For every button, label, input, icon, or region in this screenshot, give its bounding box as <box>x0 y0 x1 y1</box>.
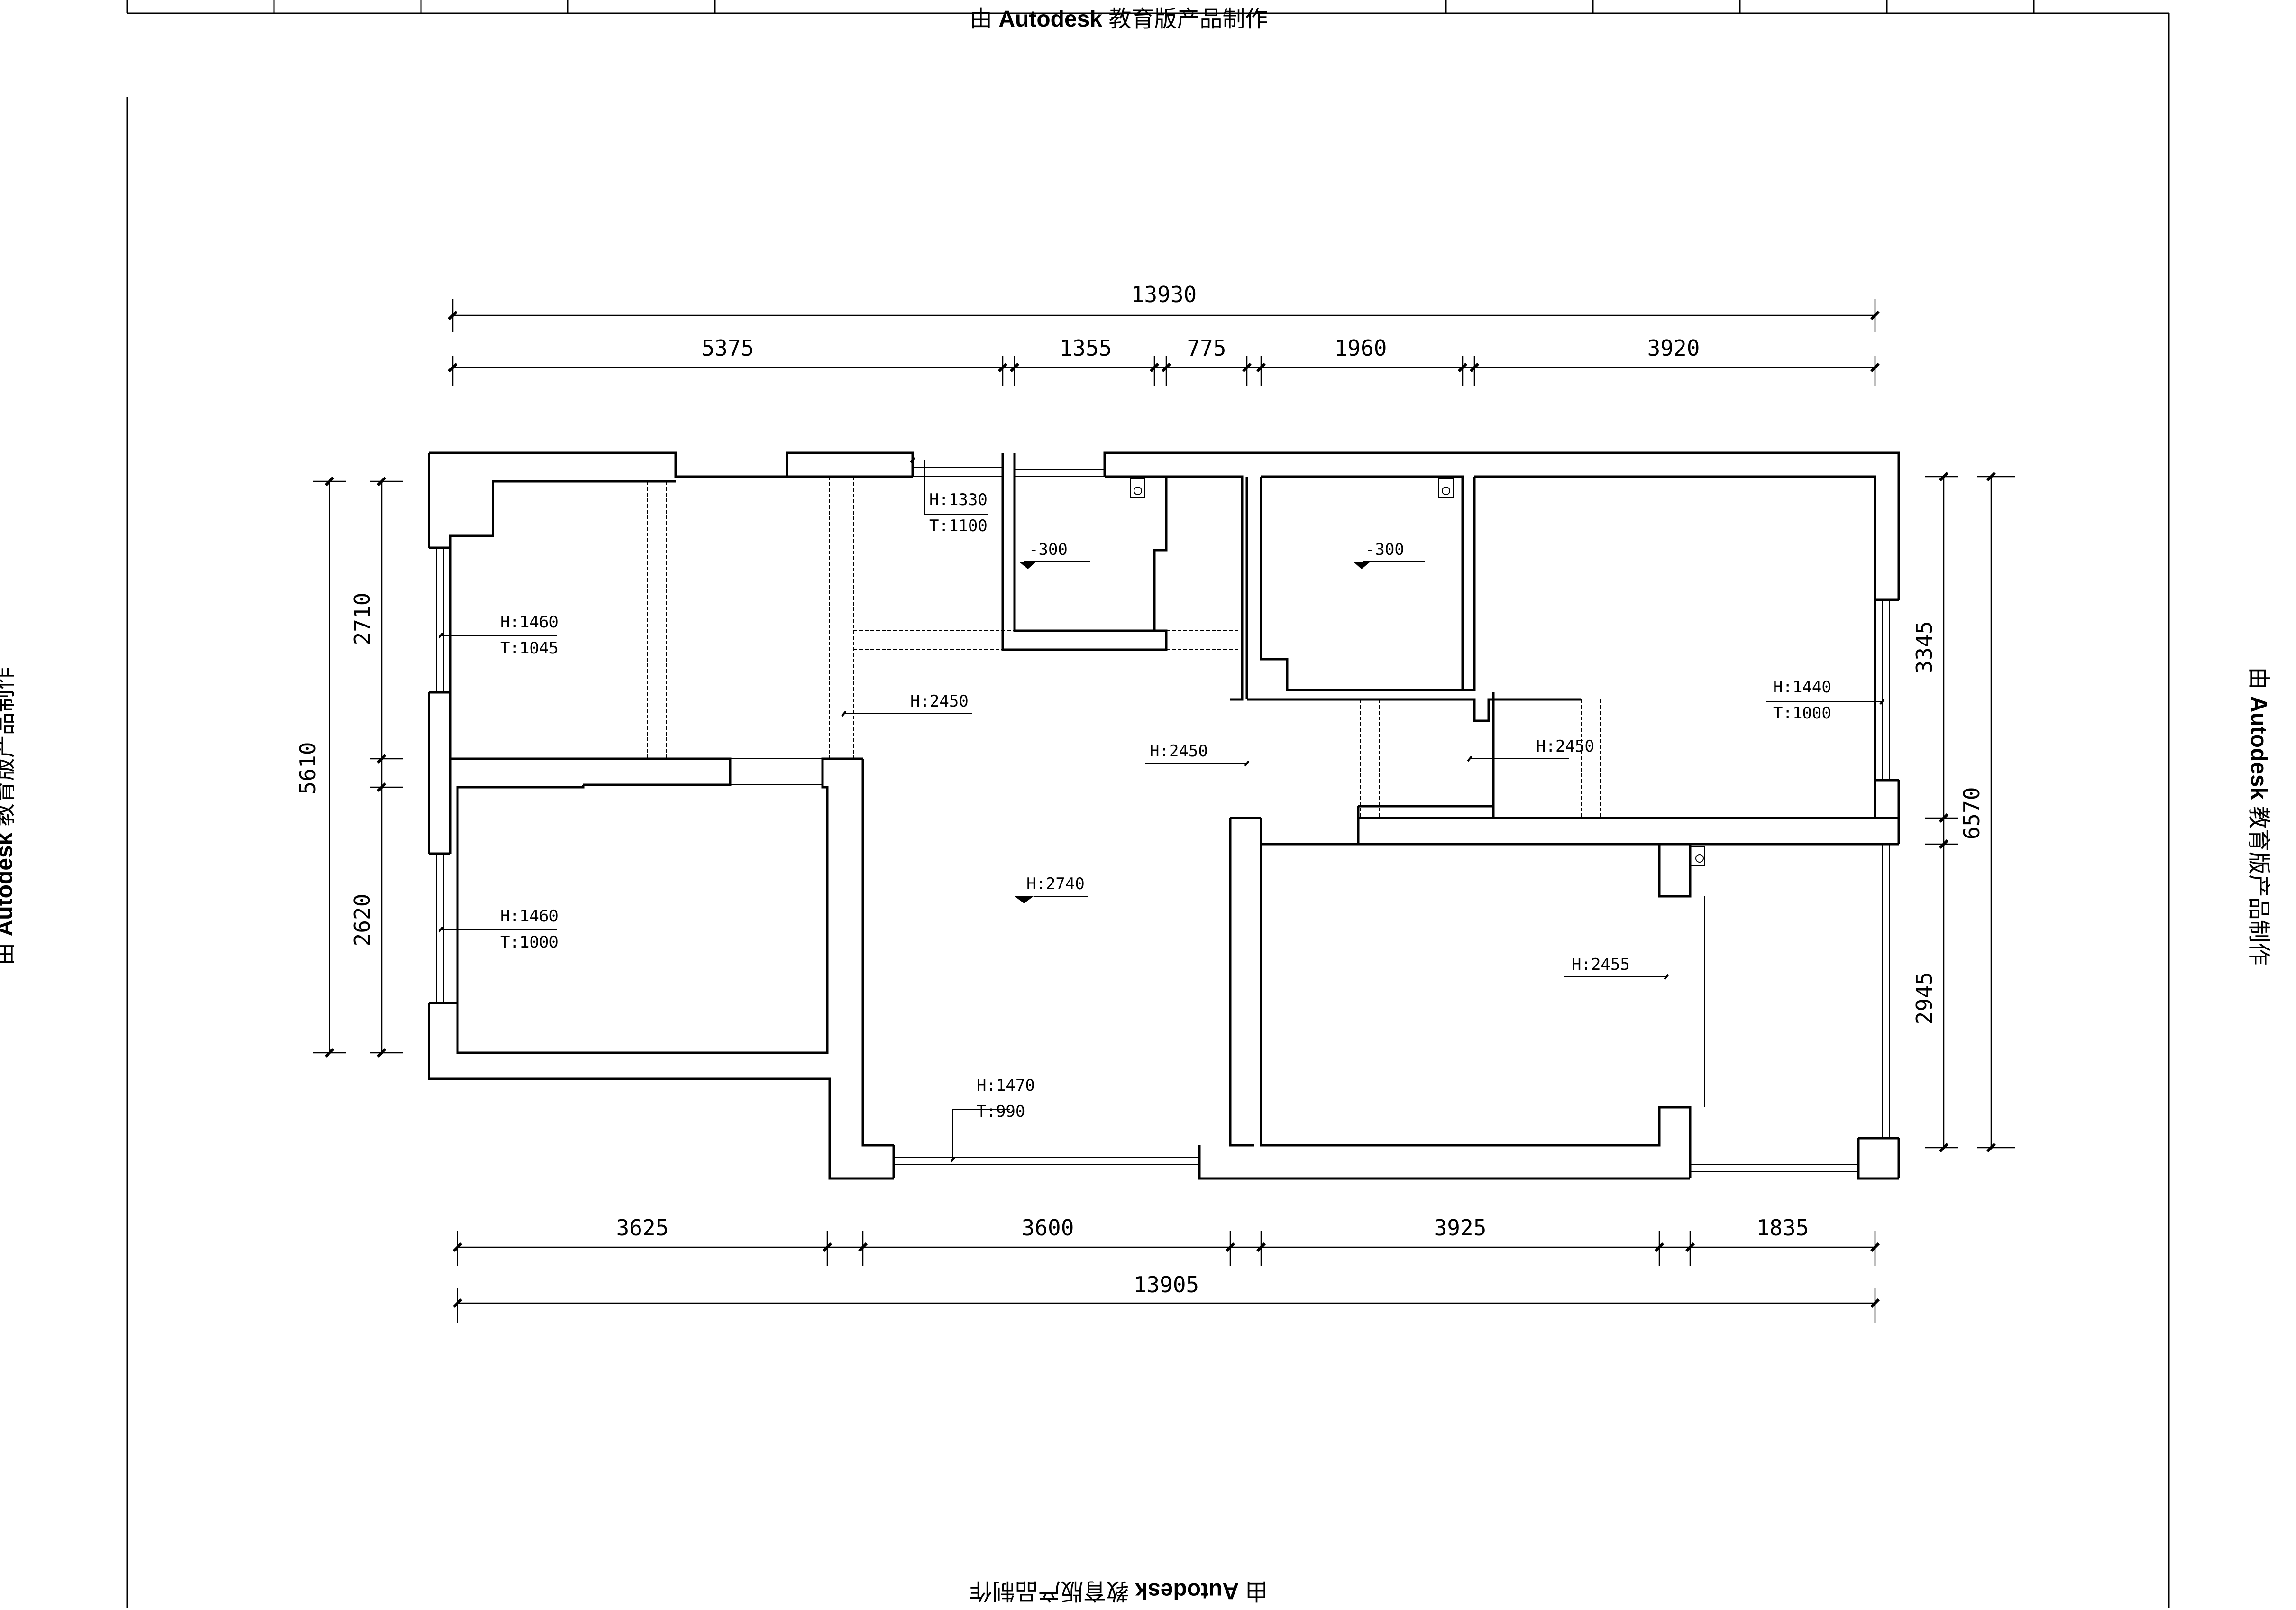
label-ceiling-left: H:2450 <box>910 692 969 711</box>
dim-top-seg-3: 775 <box>1187 335 1226 361</box>
label-win-right-upper-t: T:1000 <box>1773 704 1831 723</box>
sheet-frame <box>126 0 2170 1608</box>
dim-bottom-total: 13905 <box>1134 1272 1199 1297</box>
dim-top-seg-5: 3920 <box>1647 335 1700 361</box>
drain-symbols <box>1130 478 1705 866</box>
label-ceiling-right-lower: H:2455 <box>1572 955 1630 974</box>
label-ceiling-right: H:2450 <box>1536 737 1594 756</box>
dim-bottom-seg-1: 3625 <box>616 1215 669 1241</box>
label-win-left-lower-t: T:1000 <box>500 933 558 952</box>
label-ceiling-living: H:2740 <box>1026 874 1085 893</box>
dim-left-seg-1: 2710 <box>349 593 375 645</box>
label-win-bottom-h: H:1470 <box>977 1076 1035 1095</box>
dim-bottom-seg-2: 3600 <box>1022 1215 1074 1241</box>
label-win-right-upper-h: H:1440 <box>1773 678 1831 697</box>
dim-top-seg-1: 5375 <box>702 335 754 361</box>
dim-right-seg-2: 2945 <box>1912 972 1937 1025</box>
label-win-top-h: H:1330 <box>929 490 988 509</box>
dim-top-seg-4: 1960 <box>1335 335 1387 361</box>
label-win-left-upper-h: H:1460 <box>500 613 558 632</box>
label-win-left-upper-t: T:1045 <box>500 639 558 658</box>
dim-top-total: 13930 <box>1131 282 1197 307</box>
annotation-leaders <box>441 460 1882 1159</box>
dim-left-total: 5610 <box>295 742 320 795</box>
level-markers <box>1015 562 1370 903</box>
dim-bottom-seg-3: 3925 <box>1434 1215 1487 1241</box>
label-win-top-t: T:1100 <box>929 516 988 535</box>
dim-right-seg-1: 3345 <box>1912 621 1937 674</box>
watermark-top: 由 Autodesk 教育版产品制作 <box>970 7 1268 32</box>
label-level-bath2: -300 <box>1365 540 1404 559</box>
walls <box>428 451 1900 1180</box>
label-level-bath1: -300 <box>1029 540 1068 559</box>
dim-left-seg-2: 2620 <box>349 894 375 947</box>
dimension-lines <box>313 299 2015 1323</box>
dim-bottom-seg-4: 1835 <box>1756 1215 1809 1241</box>
dim-top-seg-2: 1355 <box>1060 335 1112 361</box>
label-ceiling-center: H:2450 <box>1150 742 1208 761</box>
dim-right-total: 6570 <box>1959 787 1985 840</box>
thin-lines <box>436 467 1890 1172</box>
label-win-bottom-t: T:990 <box>977 1102 1025 1121</box>
annotation-ticks <box>438 457 1885 1163</box>
label-win-left-lower-h: H:1460 <box>500 907 558 926</box>
dimension-ticks <box>324 310 1996 1308</box>
